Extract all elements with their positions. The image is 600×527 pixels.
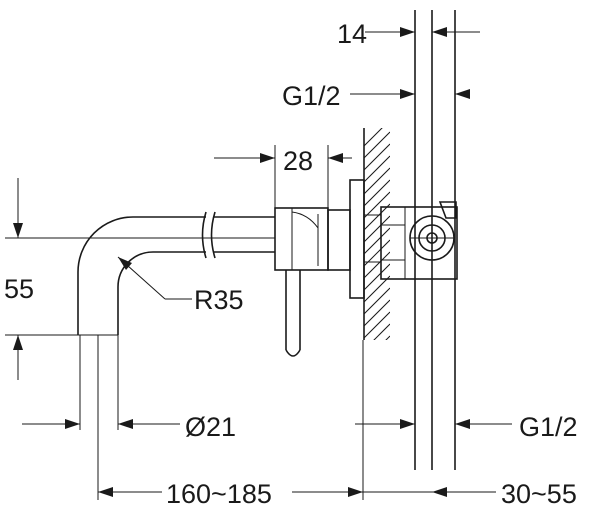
wall-section (363, 128, 390, 398)
wall-hatch-line (364, 299, 390, 327)
dim-text-wall-depth: 30~55 (501, 479, 577, 509)
wall-hatch-line (364, 179, 390, 207)
wall-hatch-line (364, 348, 390, 374)
dim-text-spout-projection: 160~185 (166, 479, 272, 509)
dimension-top-thread: G1/2 (282, 81, 470, 111)
wall-hatch-line (364, 251, 390, 279)
dim-text-top-thread: G1/2 (282, 81, 341, 111)
wall-hatch-line (364, 263, 390, 291)
wall-hatch-line (385, 335, 390, 340)
mixer-body (274, 179, 381, 299)
spout-pipe (77, 211, 275, 336)
dim-text-top-width: 14 (337, 19, 367, 49)
wall-hatch-line (364, 287, 390, 315)
dimension-55: 55 (4, 178, 34, 380)
wall-hatch-line (364, 360, 390, 386)
wall-hatch-line (364, 167, 390, 195)
dimension-14: 14 (337, 19, 480, 49)
wall-hatch-line (364, 372, 390, 398)
dimension-wall-depth: 30~55 (363, 479, 577, 509)
dimension-bottom-thread: G1/2 (355, 412, 578, 442)
dimension-28: 28 (214, 146, 352, 176)
lever-handle (285, 270, 301, 357)
wall-hatch-line (364, 227, 390, 255)
dim-text-bend-radius: R35 (194, 285, 244, 315)
dimension-diameter: Ø21 (22, 412, 236, 442)
wall-hatch-line (364, 215, 390, 243)
wall-hatch-line (364, 203, 390, 231)
dimension-r35: R35 (117, 256, 244, 315)
wall-hatch-line (364, 191, 390, 219)
wall-hatch-line (364, 155, 390, 183)
valve-body (380, 10, 458, 470)
wall-hatch-line (364, 311, 390, 339)
dim-text-height: 55 (4, 274, 34, 304)
wall-hatch-line (364, 131, 390, 159)
wall-hatch-line (373, 323, 390, 340)
extension-lines (5, 145, 364, 500)
wall-hatch-line (364, 143, 390, 171)
dim-text-pipe-diameter: Ø21 (185, 412, 236, 442)
wall-hatch-line (364, 275, 390, 303)
wall-hatch-line (364, 128, 383, 147)
dimension-projection: 160~185 (98, 479, 363, 509)
dim-text-flange-width: 28 (283, 146, 313, 176)
dim-text-bottom-thread: G1/2 (519, 412, 578, 442)
